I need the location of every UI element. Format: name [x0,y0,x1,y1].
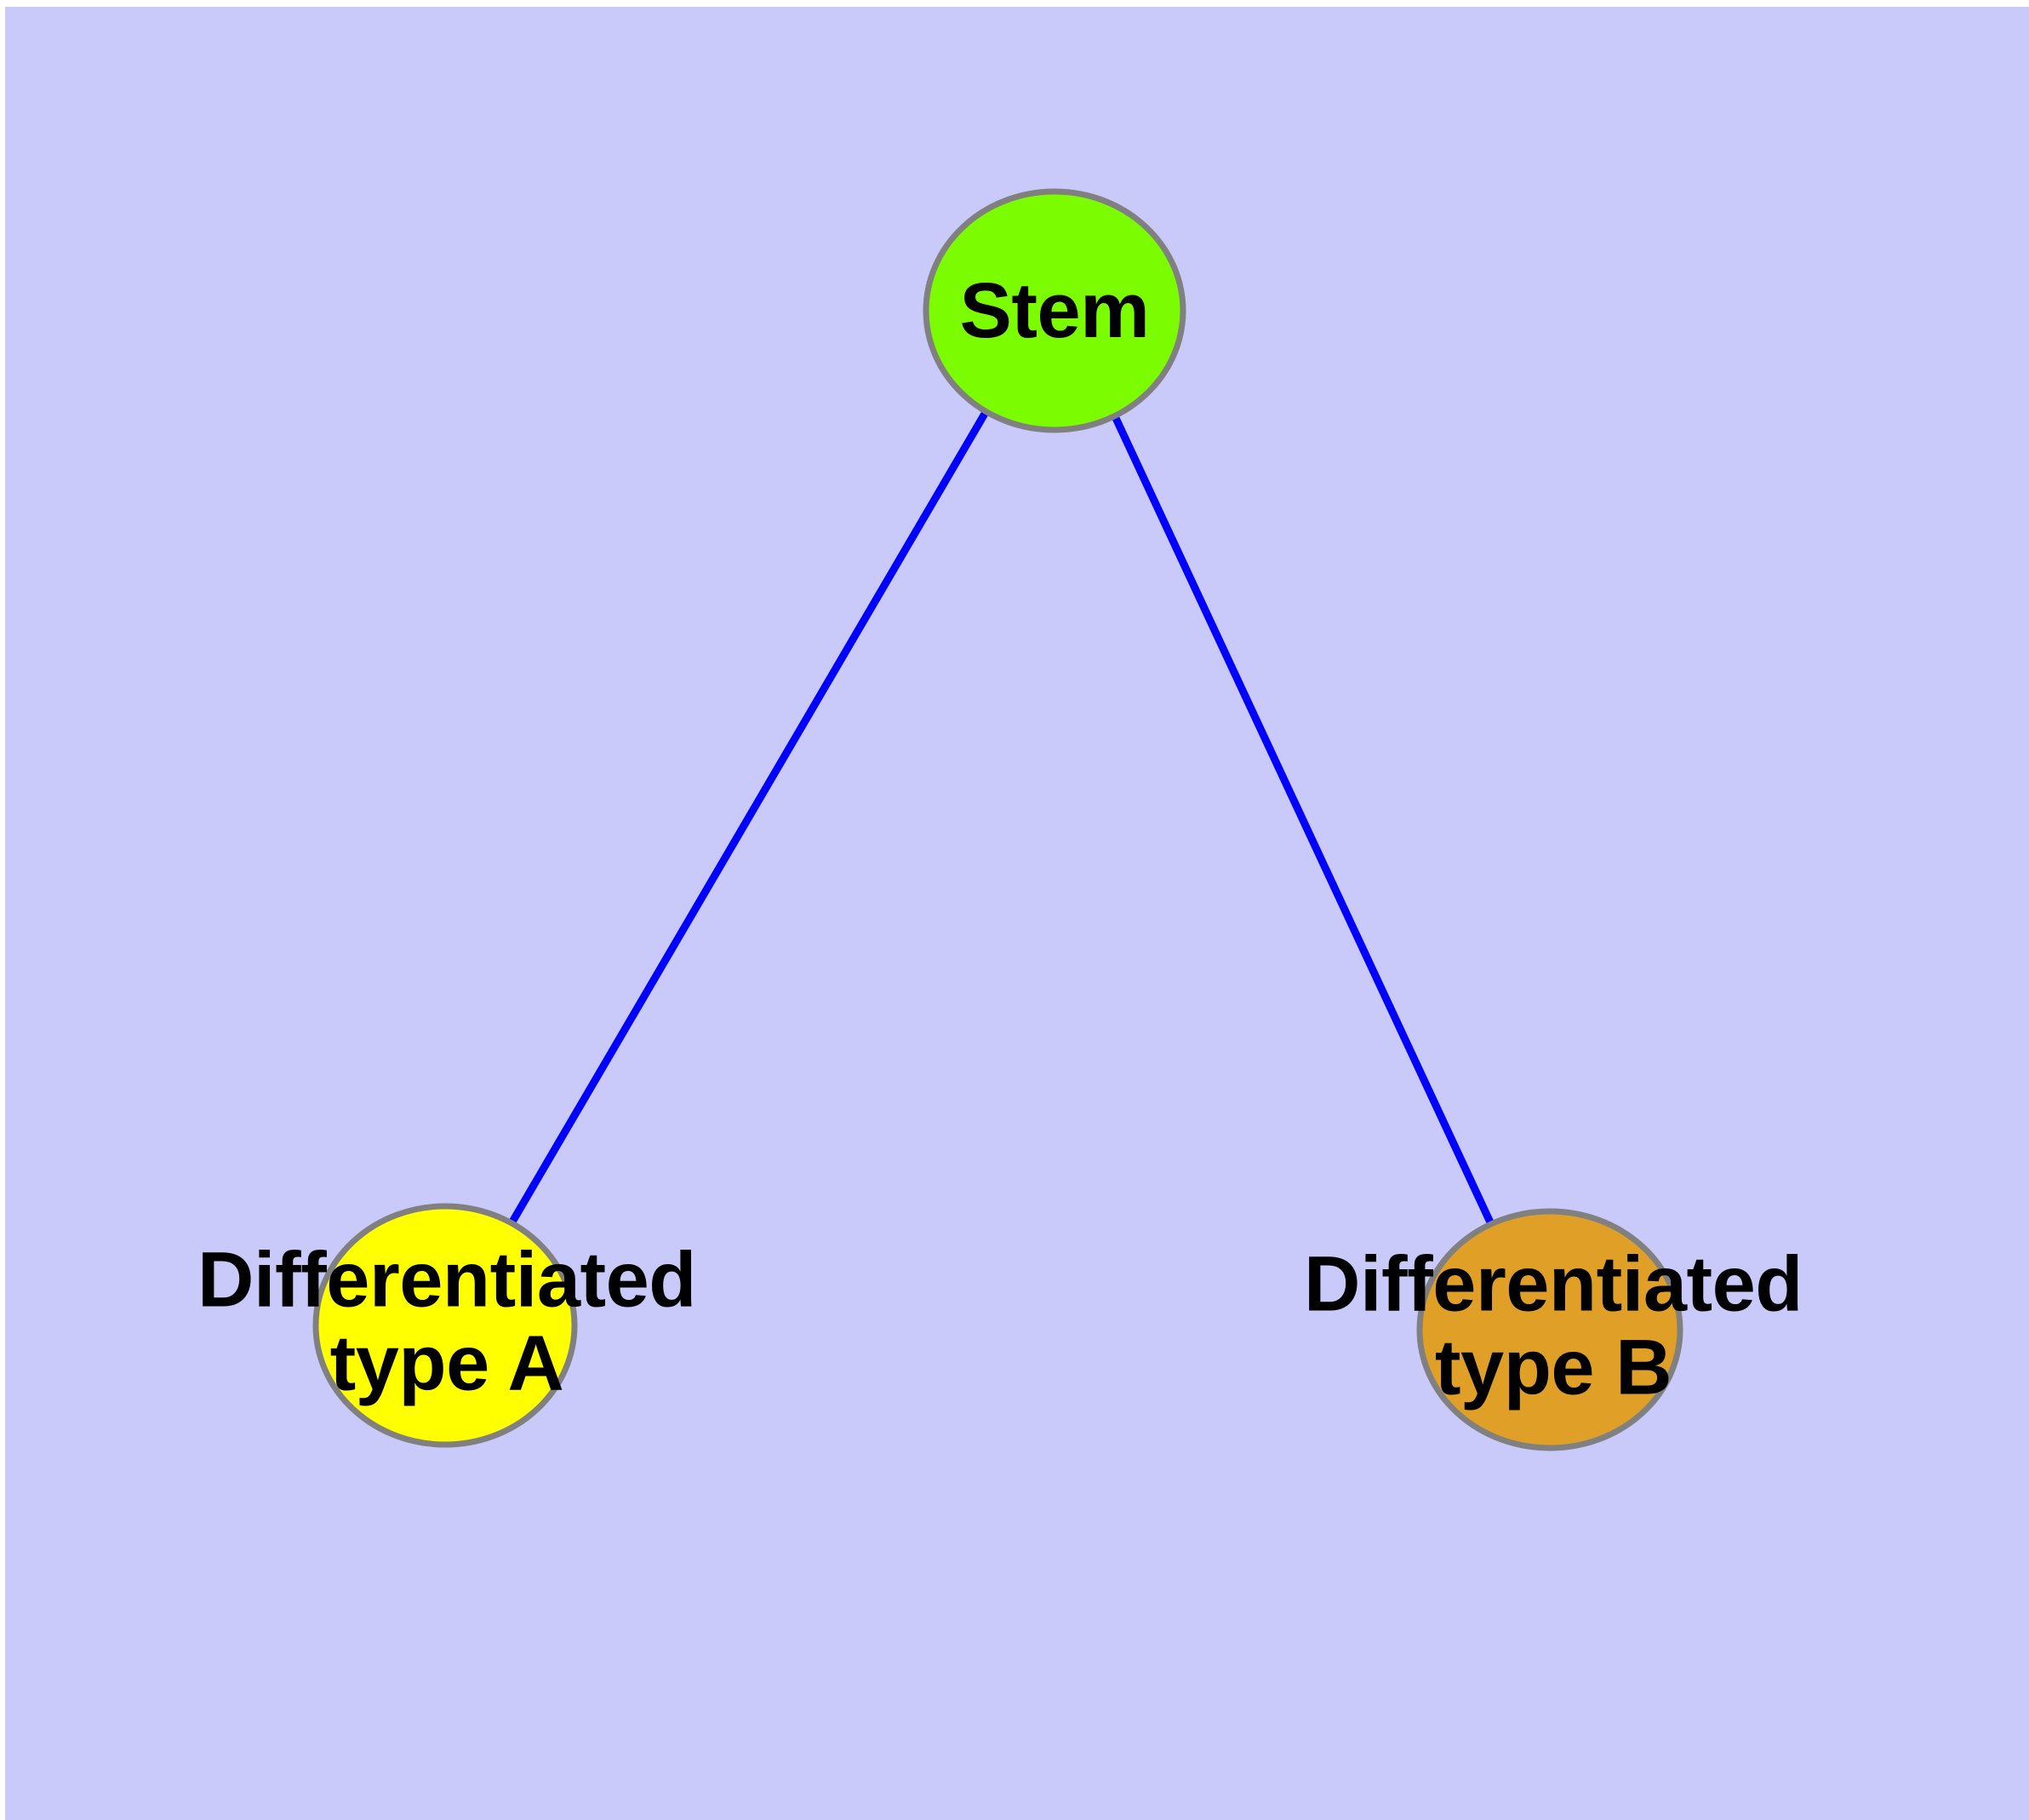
edge-stem-to-differentiated-type-a[interactable] [508,411,988,1226]
node-layer [312,188,1683,1451]
node-differentiated-type-a-circle[interactable] [312,1203,578,1448]
edge-layer [508,411,1495,1226]
edge-stem-to-differentiated-type-b[interactable] [1111,415,1495,1226]
node-stem-circle[interactable] [923,188,1186,433]
node-differentiated-type-b-circle[interactable] [1416,1208,1683,1451]
